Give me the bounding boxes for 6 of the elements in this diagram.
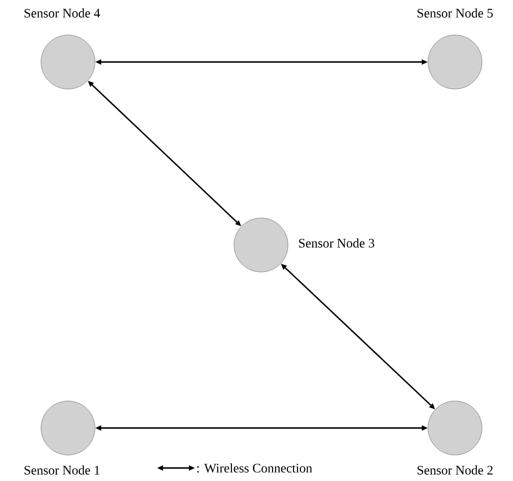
node-label: Sensor Node 5 xyxy=(418,8,493,18)
node-label: Sensor Node 4 xyxy=(24,8,100,18)
node-label: Sensor Node 2 xyxy=(418,465,493,475)
node-label: Sensor Node 3 xyxy=(299,238,374,248)
legend-label: : Wireless Connection xyxy=(197,463,312,473)
node-label: Sensor Node 1 xyxy=(24,465,100,475)
